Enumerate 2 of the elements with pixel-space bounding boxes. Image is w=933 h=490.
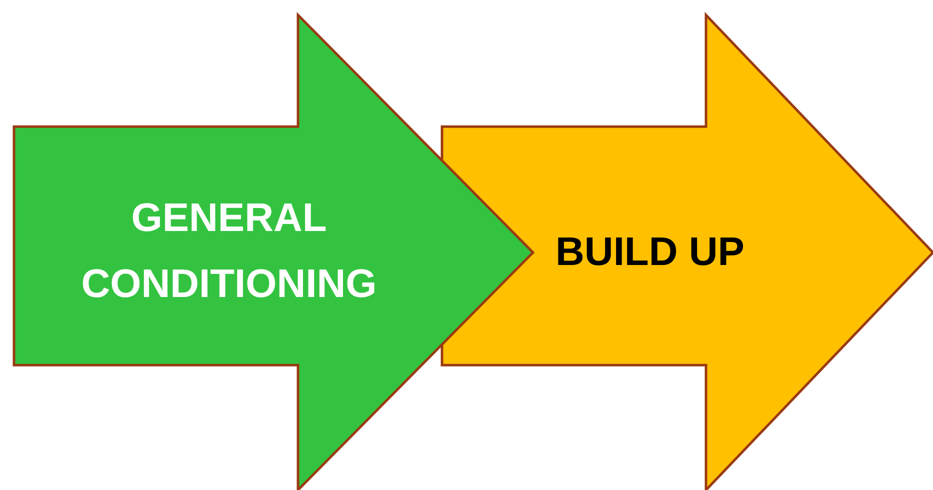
arrow-label: GENERAL CONDITIONING xyxy=(80,195,378,308)
arrow-label: BUILD UP xyxy=(554,229,746,276)
